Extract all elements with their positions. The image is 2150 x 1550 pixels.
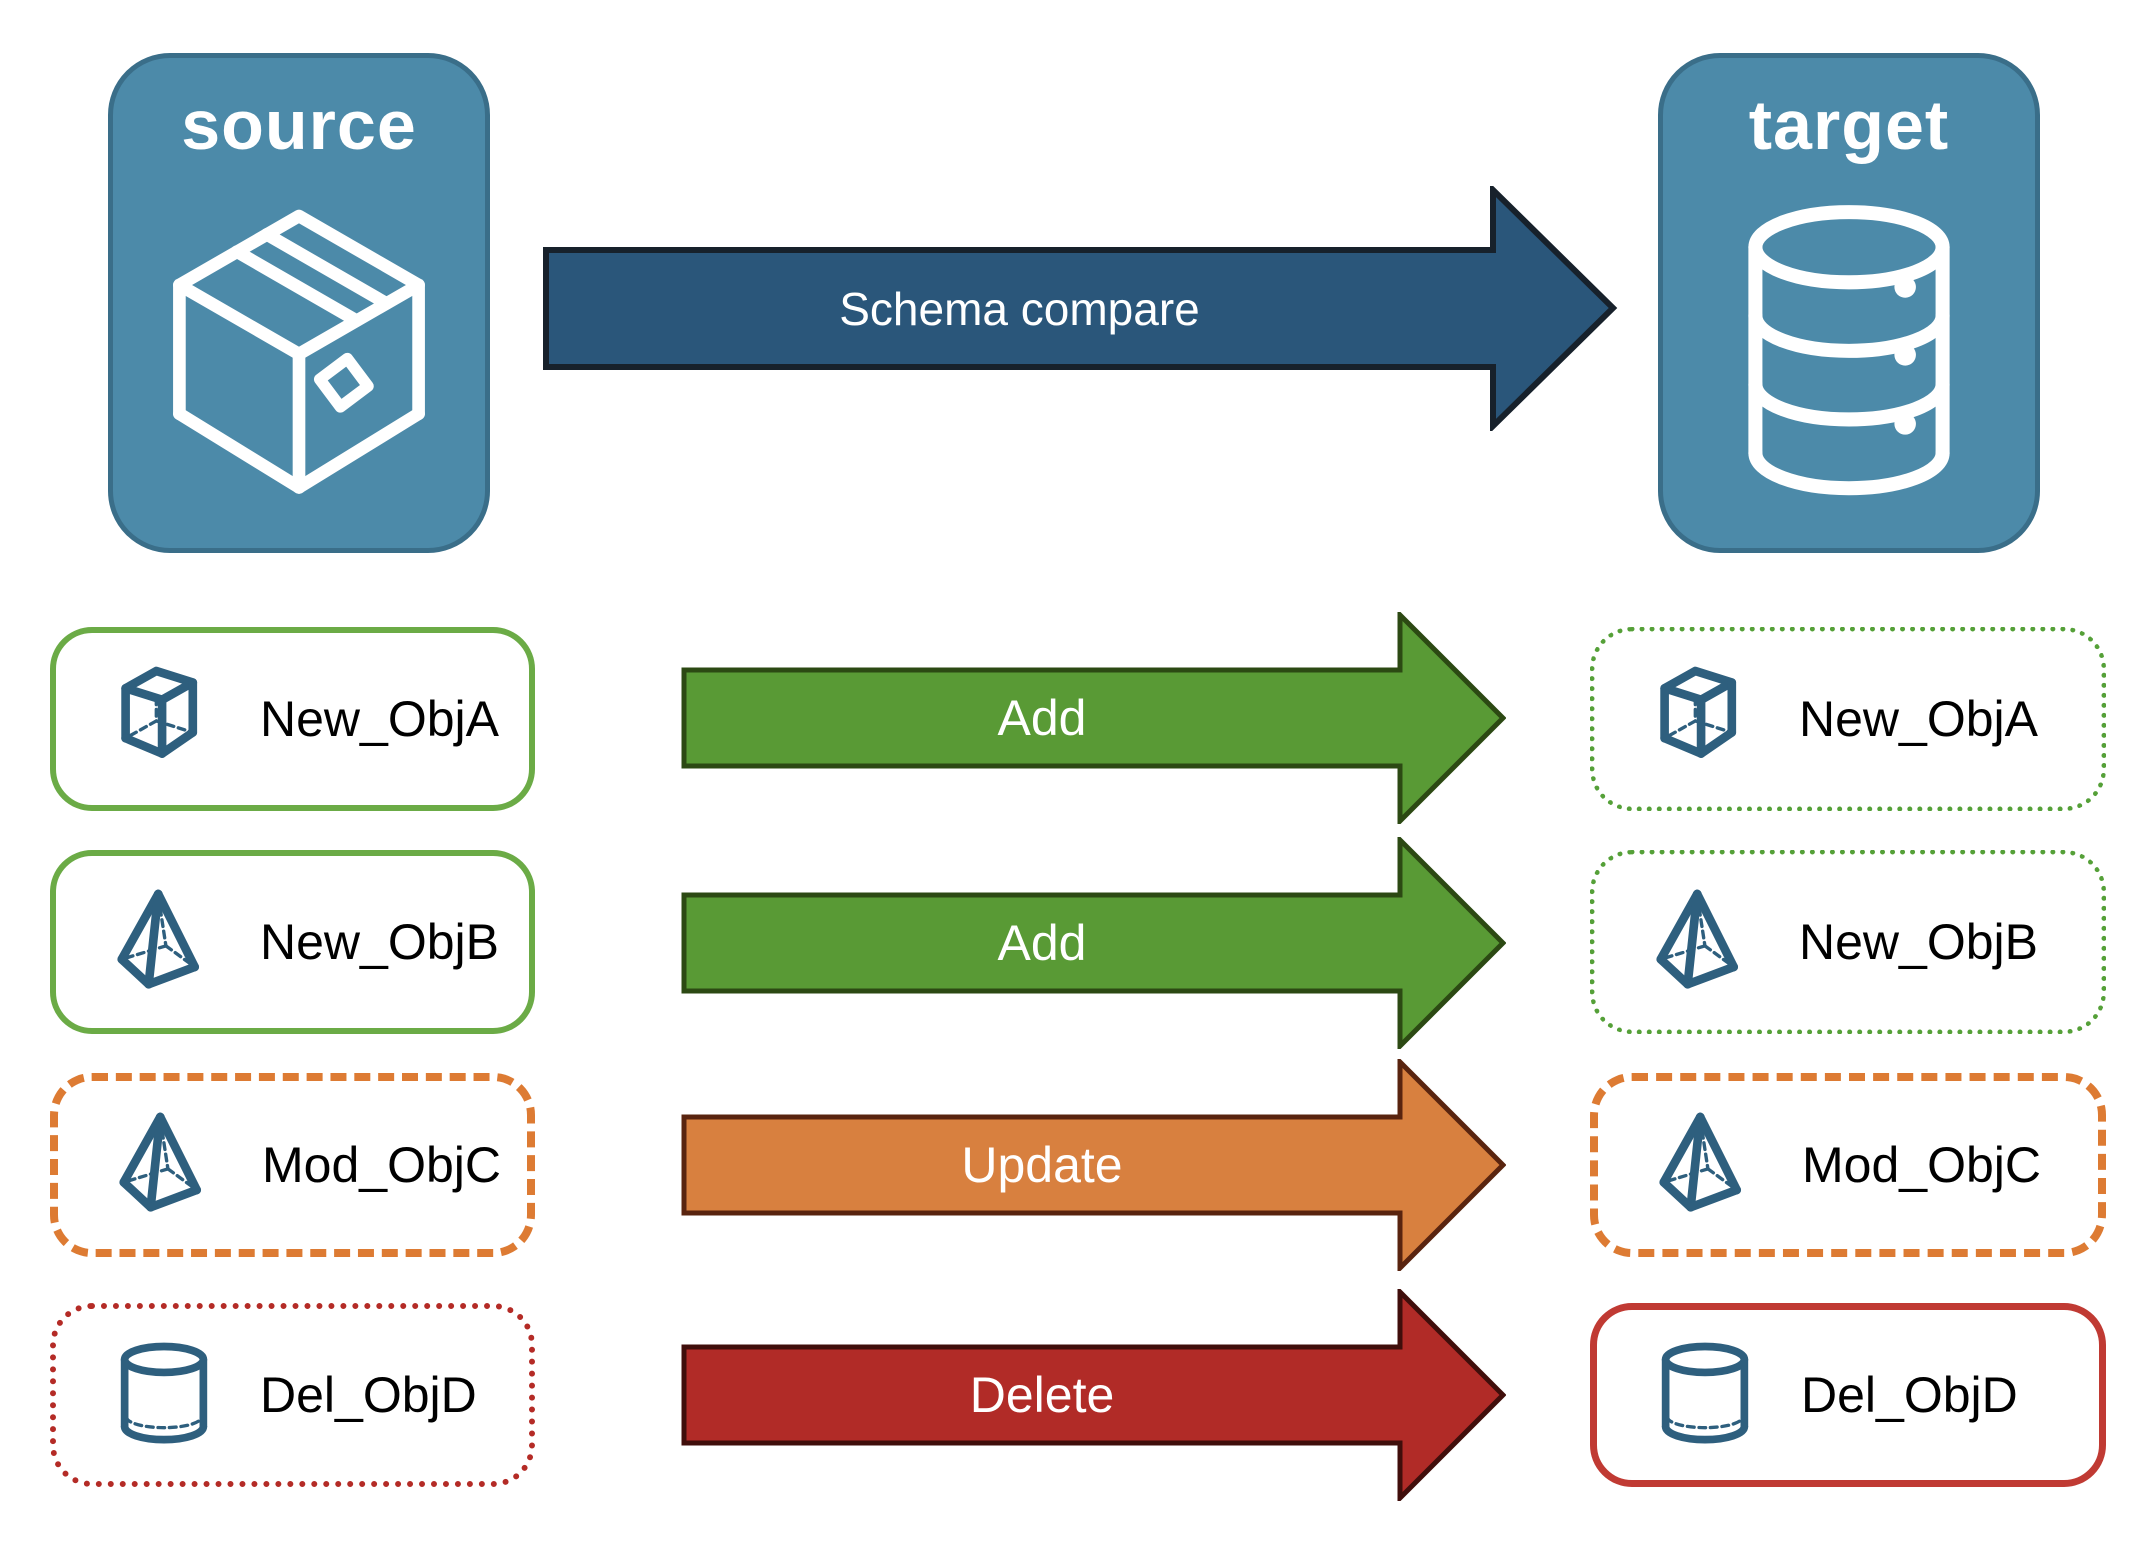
pyramid-icon [119, 1112, 202, 1212]
source-object-box-row3: Mod_ObjC [50, 1073, 535, 1257]
target-object-box-row4: Del_ObjD [1590, 1303, 2106, 1487]
source-object-box-row1: New_ObjA [50, 627, 535, 811]
target-object-box-row3: Mod_ObjC [1590, 1073, 2106, 1257]
pyramid-icon [1656, 889, 1739, 989]
object-label: Mod_ObjC [262, 1137, 501, 1193]
delete-arrow-row4 [681, 1289, 1506, 1501]
target-object-box-row1: New_ObjA [1590, 627, 2106, 811]
pyramid-icon [1659, 1112, 1742, 1212]
cylinder-icon [1661, 1342, 1749, 1444]
target-node-label: target [1748, 86, 1950, 164]
cube-icon [1660, 666, 1737, 758]
object-label: Mod_ObjC [1802, 1137, 2041, 1193]
object-label: Del_ObjD [260, 1367, 477, 1423]
pyramid-icon [117, 889, 200, 989]
object-label: New_ObjB [260, 914, 499, 970]
schema-compare-arrow [543, 186, 1618, 431]
cylinder-icon [120, 1342, 208, 1444]
source-object-box-row2: New_ObjB [50, 850, 535, 1034]
object-label: New_ObjA [1799, 691, 2038, 747]
object-label: Del_ObjD [1801, 1367, 2018, 1423]
package-box-icon [173, 209, 425, 494]
source-node: source [108, 53, 490, 553]
object-label: New_ObjB [1799, 914, 2038, 970]
add-arrow-row1 [681, 612, 1506, 824]
target-node: target [1658, 53, 2040, 553]
source-node-label: source [181, 86, 417, 164]
target-object-box-row2: New_ObjB [1590, 850, 2106, 1034]
source-object-box-row4: Del_ObjD [50, 1303, 535, 1487]
object-label: New_ObjA [260, 691, 499, 747]
cube-icon [121, 666, 198, 758]
update-arrow-row3 [681, 1059, 1506, 1271]
database-icon [1748, 205, 1950, 496]
add-arrow-row2 [681, 837, 1506, 1049]
